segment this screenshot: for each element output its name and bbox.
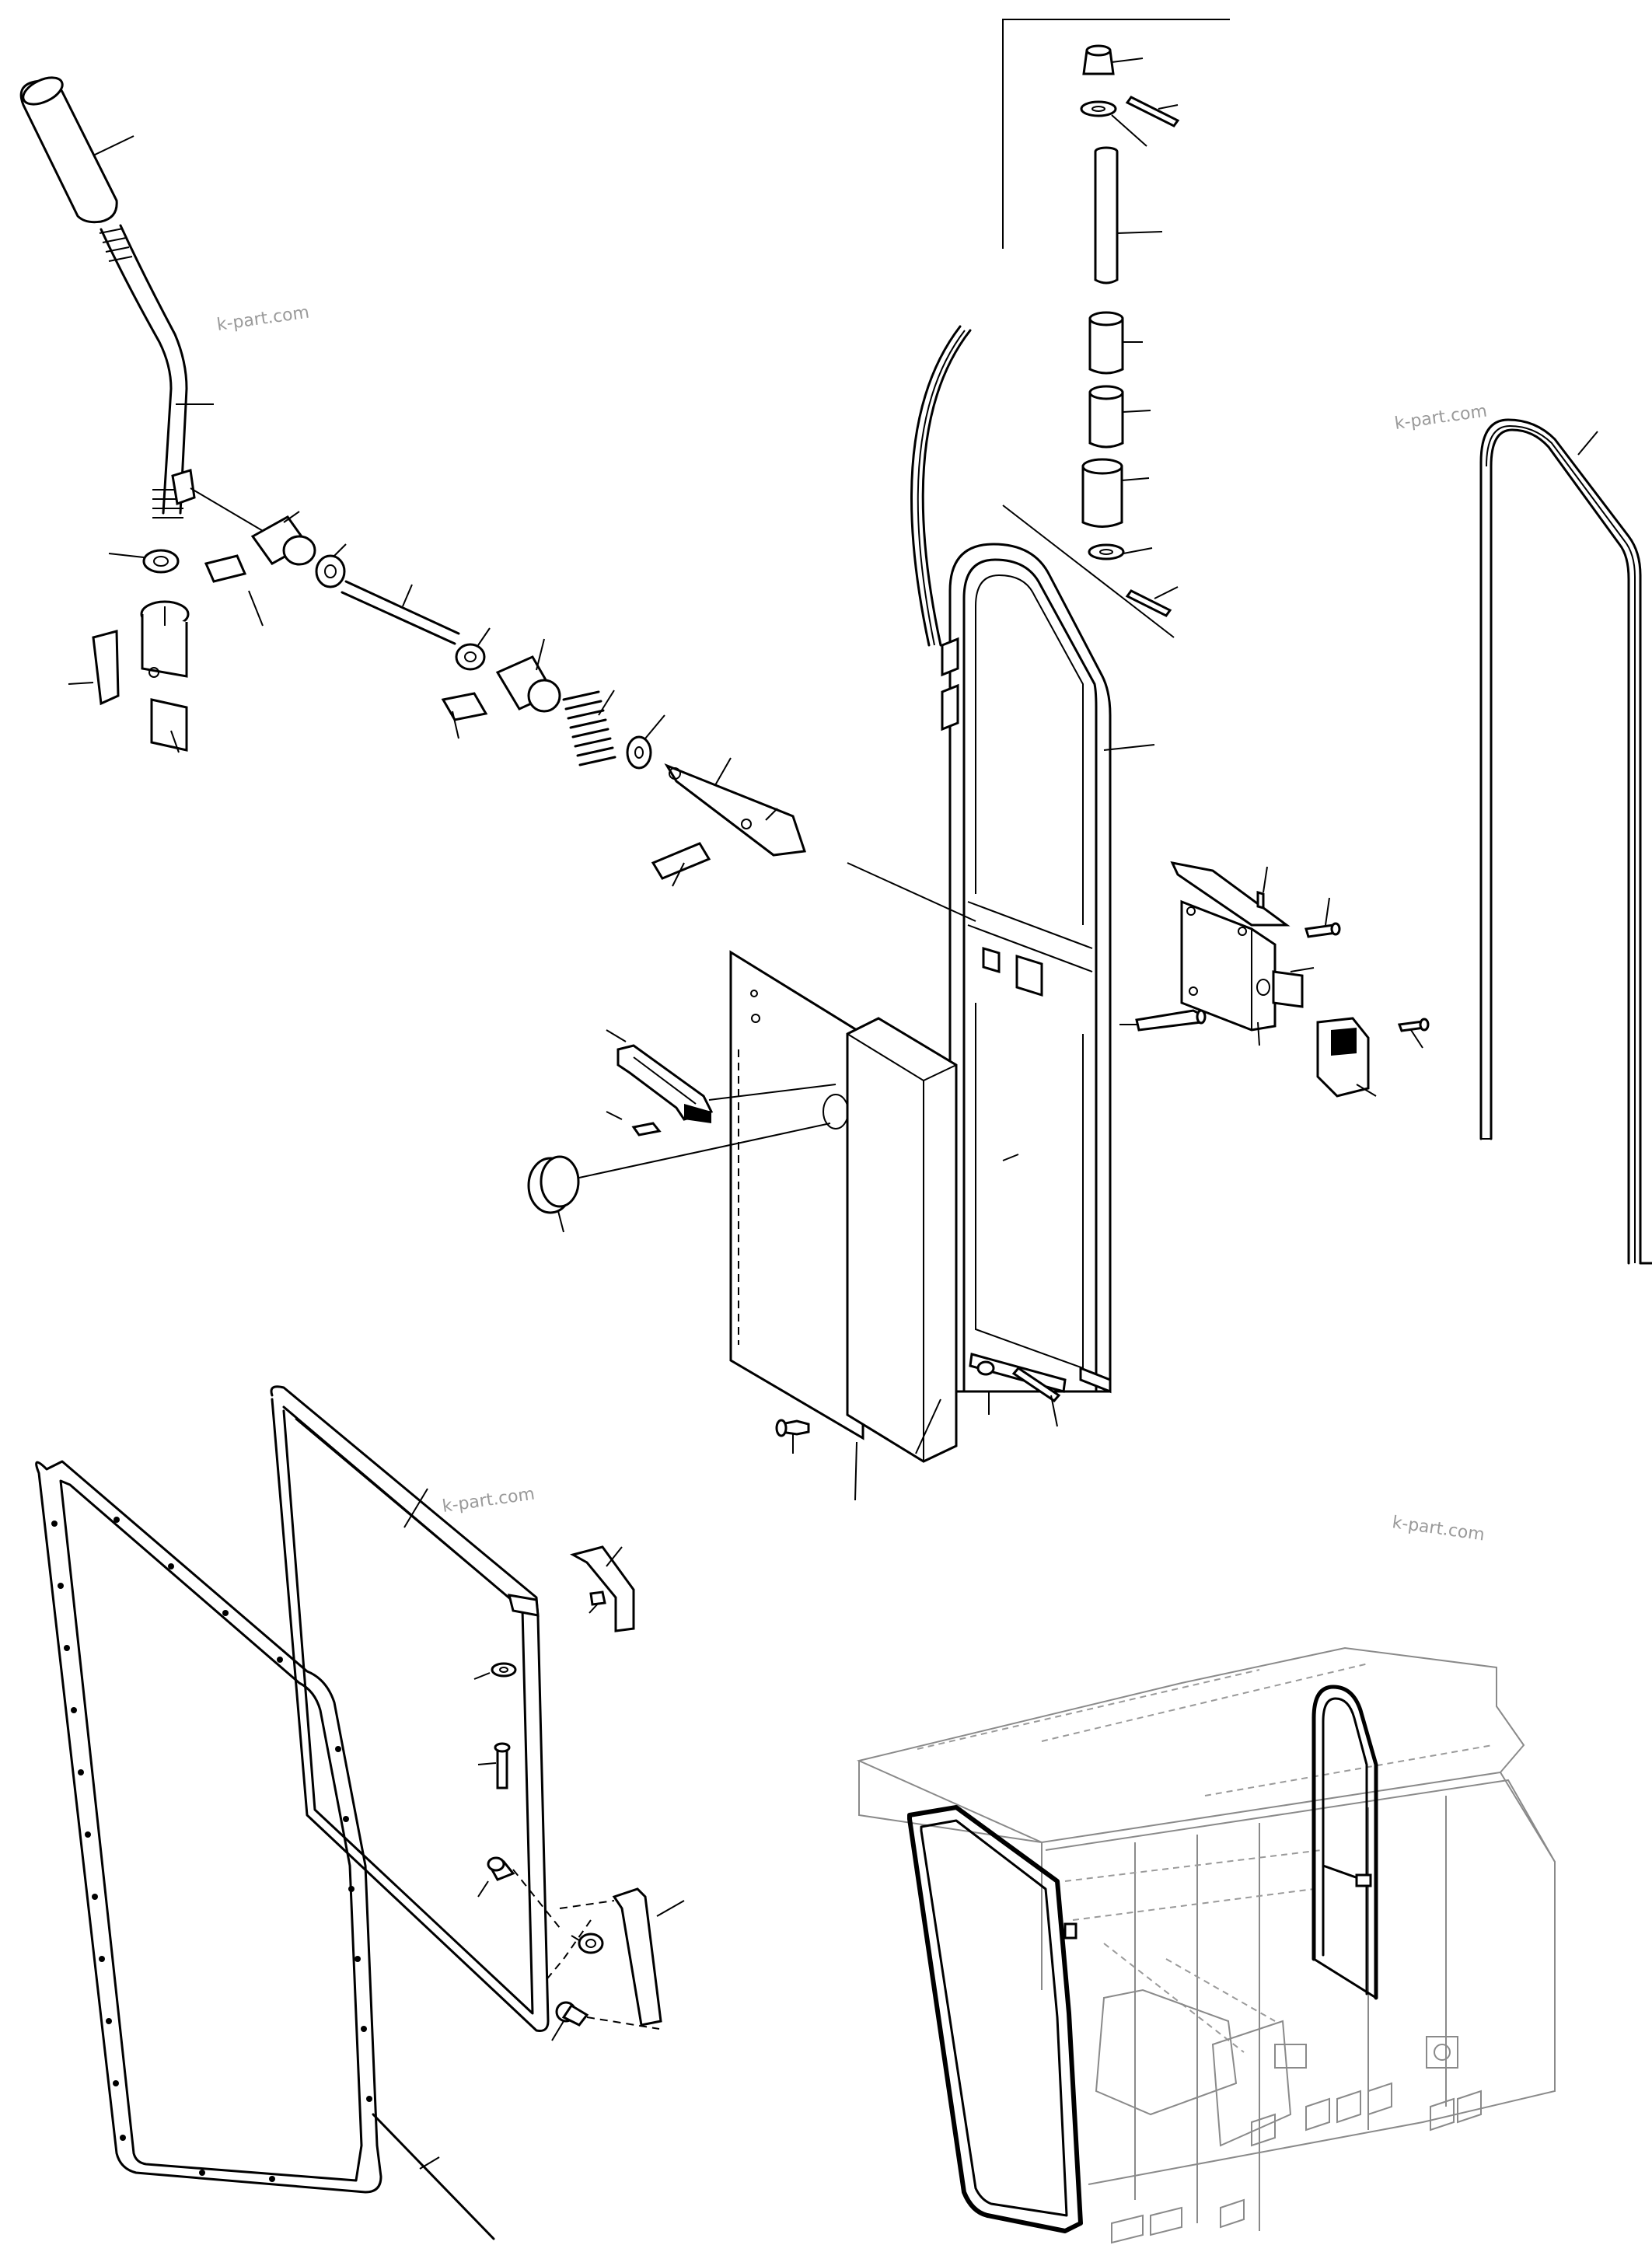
seal-rivets: [51, 1517, 372, 2182]
door-frame: [941, 543, 1155, 1394]
bushing-middle: [1088, 385, 1151, 449]
catch-screw: [1397, 1018, 1430, 1049]
jam-nut: [455, 627, 491, 671]
sliding-window-frame: [270, 1385, 550, 2032]
watermark: k-part.com: [441, 1485, 536, 1517]
mount-plate: [150, 698, 188, 753]
watermark: k-part.com: [1391, 1513, 1486, 1545]
hinge-washer-top: [1080, 100, 1147, 147]
hinge-washer-bottom: [1088, 543, 1153, 560]
window-screw: [477, 1742, 511, 1789]
hex-nut: [108, 549, 180, 574]
bushing-upper: [1088, 311, 1143, 375]
lever-rod: [99, 224, 214, 518]
lock-screw-2: [1304, 897, 1341, 938]
lower-clevis: [495, 638, 561, 713]
door-trim-strip: [846, 1017, 958, 1463]
door-grip-handle: [606, 1029, 836, 1123]
hinge-pin: [1094, 146, 1163, 285]
lock-nut: [315, 543, 347, 588]
lock-screw-1: [1256, 866, 1268, 910]
clevis-pin: [204, 554, 264, 627]
window-nut: [571, 1933, 604, 1954]
hinge-pin-stack: [1002, 19, 1230, 638]
bushing-lower: [1081, 458, 1150, 528]
cotter-pin-top: [1125, 96, 1180, 127]
door-inner-panel: [729, 950, 864, 1501]
door-lock-assembly: [1170, 861, 1315, 1046]
snap-pin: [68, 630, 120, 706]
cab-overview: [856, 1646, 1556, 2244]
watermark: k-part.com: [215, 303, 310, 335]
window-bracket-upper: [570, 1545, 635, 1632]
link-arm: [664, 757, 807, 857]
round-cap: [527, 1123, 831, 1233]
compression-spring: [562, 690, 616, 766]
frame-leader: [847, 862, 976, 922]
curved-seal-strip: [910, 325, 972, 647]
lever-knob: [19, 76, 134, 224]
rod-bracket: [171, 469, 196, 506]
striker-bolt: [1119, 1009, 1207, 1032]
window-glass-seal: [35, 1460, 495, 2240]
handle-screw: [606, 1111, 662, 1136]
watermark: k-part.com: [1393, 402, 1488, 434]
clevis-yoke: [140, 600, 190, 678]
window-washer: [473, 1662, 517, 1680]
upper-clevis: [250, 511, 316, 566]
window-bracket-lower: [543, 1887, 685, 2027]
flat-washer: [626, 714, 665, 770]
threaded-rod: [341, 580, 460, 645]
roll-pin: [651, 842, 711, 887]
window-bolt: [477, 1856, 561, 1929]
lower-clevis-pin: [441, 692, 488, 739]
kick-strip: [969, 1353, 1067, 1427]
panel-bolt: [775, 1419, 810, 1454]
handrail-seal: [1479, 418, 1652, 1265]
window-bolt-lower: [551, 2001, 660, 2041]
grease-fitting: [1082, 44, 1144, 75]
control-lever-assembly: [19, 76, 807, 887]
door-catch: [1316, 1017, 1377, 1098]
cotter-pin-bottom: [1125, 586, 1179, 617]
